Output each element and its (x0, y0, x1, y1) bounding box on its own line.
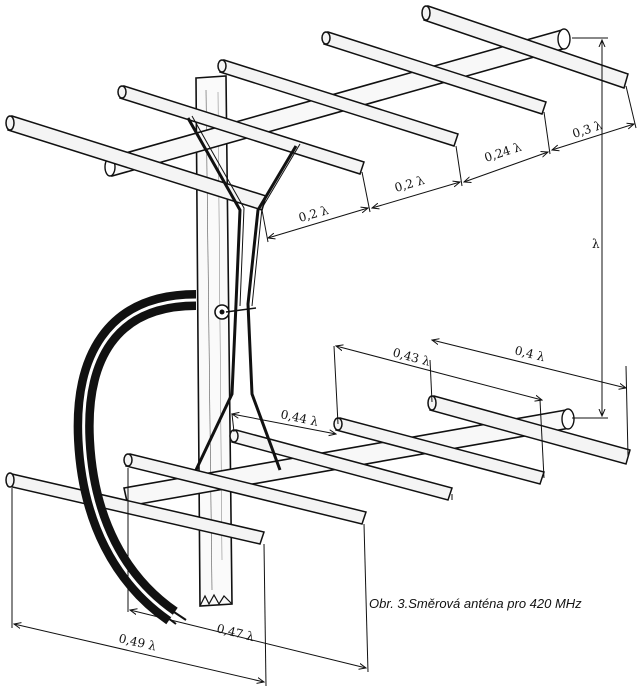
lower-element-rods (5, 395, 631, 545)
dim-lower-spacing-3: 0,44 λ (279, 407, 320, 429)
dimension-labels: 0,2 λ 0,2 λ 0,24 λ 0,3 λ λ 0,43 λ 0,4 λ … (117, 118, 604, 654)
dim-lower-element-2: 0,49 λ (117, 631, 158, 653)
dim-upper-director-2: 0,2 λ (393, 173, 427, 195)
dim-upper-director-1: 0,2 λ (297, 203, 331, 225)
dim-stack-spacing: λ (592, 237, 600, 251)
figure-caption: Obr. 3.Směrová anténa pro 420 MHz (369, 596, 582, 611)
upper-element-rods (5, 5, 629, 211)
feed-connector (214, 304, 257, 320)
dim-upper-reflector: 0,3 λ (571, 118, 605, 141)
dimension-lines (11, 37, 637, 687)
dim-lower-element-1: 0,47 λ (215, 621, 256, 644)
dim-upper-director-3: 0,24 λ (483, 140, 524, 165)
